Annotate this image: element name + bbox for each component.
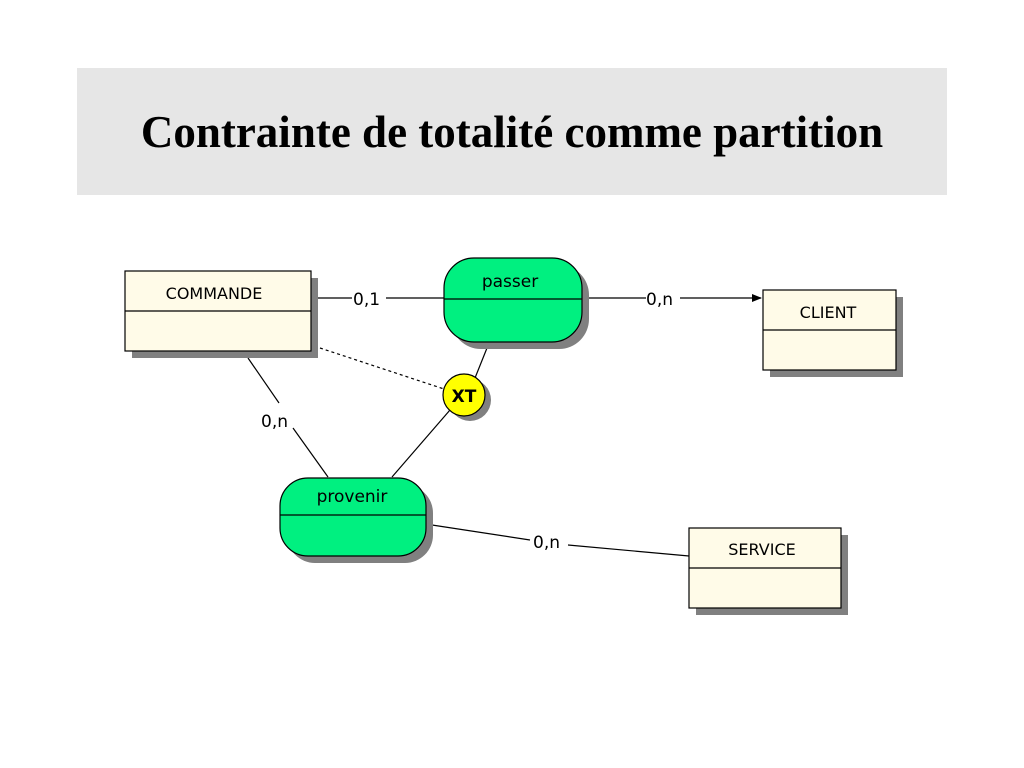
cardinality-passer-client: 0,n (646, 290, 673, 310)
association-passer[interactable]: passer (443, 257, 589, 349)
link-commande-provenir-2 (292, 427, 329, 478)
links: 0,1 0,n 0,n 0,n (247, 290, 762, 557)
association-passer-box (443, 257, 583, 343)
link-commande-constraint (319, 347, 445, 390)
constraint-xt-circle (442, 373, 486, 417)
entity-client[interactable]: CLIENT (762, 289, 903, 377)
association-provenir[interactable]: provenir (279, 477, 433, 563)
link-provenir-service-2 (567, 544, 690, 557)
link-commande-provenir (247, 357, 280, 404)
entity-commande-label: COMMANDE (166, 284, 263, 303)
link-passer-constraint (474, 347, 488, 379)
entity-service-label: SERVICE (728, 540, 795, 559)
entity-service[interactable]: SERVICE (688, 527, 848, 615)
association-provenir-label: provenir (317, 487, 388, 507)
title-bar: Contrainte de totalité comme partition (77, 68, 947, 195)
constraint-xt-label: XT (452, 387, 477, 407)
link-provenir-service (431, 524, 531, 541)
association-passer-label: passer (482, 272, 538, 292)
entity-commande[interactable]: COMMANDE (124, 270, 318, 358)
cardinality-provenir-service: 0,n (533, 533, 560, 553)
cardinality-commande-provenir: 0,n (261, 412, 288, 432)
entity-client-label: CLIENT (800, 303, 857, 322)
link-constraint-provenir (391, 409, 451, 478)
constraint-xt[interactable]: XT (442, 373, 491, 421)
association-provenir-box (279, 477, 427, 557)
cardinality-commande-passer: 0,1 (353, 290, 380, 310)
page-title: Contrainte de totalité comme partition (140, 106, 884, 157)
